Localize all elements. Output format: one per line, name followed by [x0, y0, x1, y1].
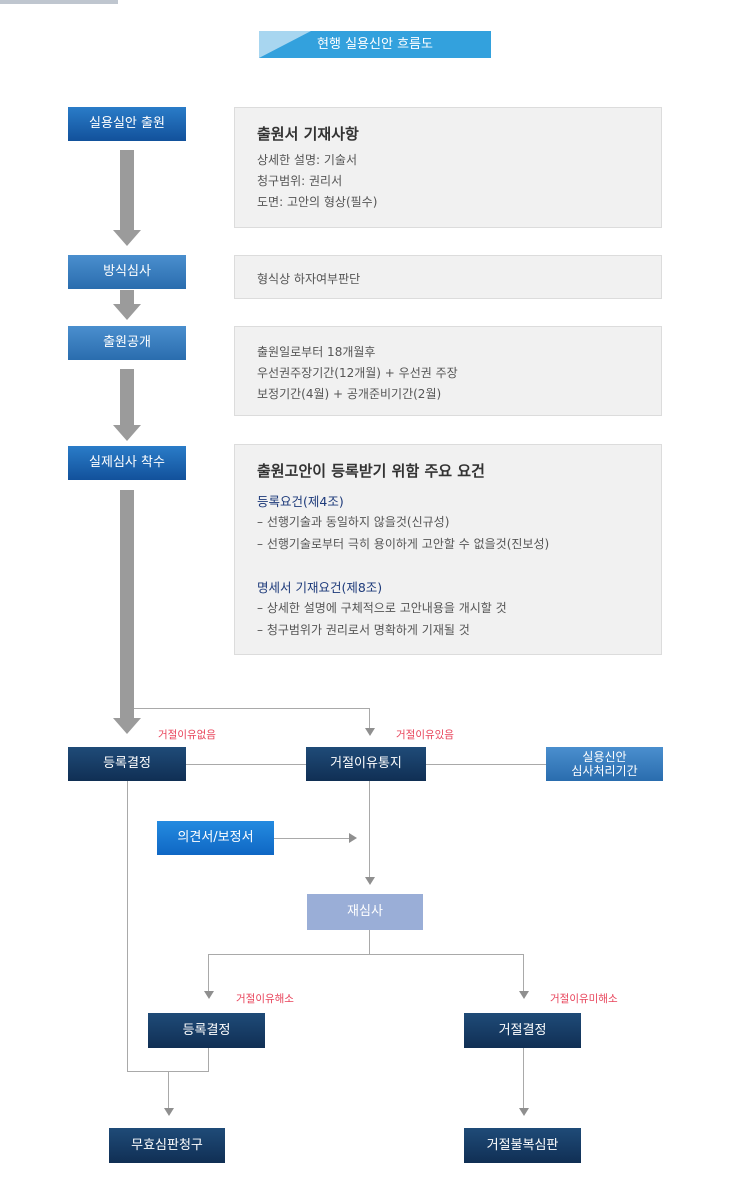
step-rejection-appeal: 거절불복심판 [464, 1128, 581, 1163]
connector-merge-down [168, 1071, 169, 1109]
panel-publication: 출원일로부터 18개월후 우선권주장기간(12개월) + 우선권 주장 보정기간… [234, 326, 662, 416]
connector-split-right-tip [519, 991, 529, 999]
note-no-reason: 거절이유없음 [158, 729, 216, 741]
step-rejection-notice: 거절이유통지 [306, 747, 426, 781]
step-filing-label: 실용실안 출원 [89, 116, 165, 131]
connector-split-right [523, 954, 524, 992]
connector-register-down [127, 781, 128, 1071]
connector-reexam-split [208, 954, 524, 955]
arrow-head-2 [113, 304, 141, 320]
arrow-shaft-3 [120, 369, 134, 425]
step-rejection-decision-label: 거절결정 [498, 1022, 547, 1038]
connector-rejection-down [523, 1048, 524, 1109]
panel-exam-heading-1: 등록요건(제4조) [257, 494, 344, 509]
step-invalidation-trial-label: 무효심판청구 [131, 1137, 203, 1153]
connector-register-to-notice [186, 764, 306, 765]
connector-notice-to-reexam [369, 781, 370, 879]
step-rejection-appeal-label: 거절불복심판 [486, 1137, 559, 1153]
panel-filing-line-2: 청구범위: 권리서 [257, 174, 343, 188]
step-publication-label: 출원공개 [103, 335, 151, 350]
step-filing: 실용실안 출원 [68, 107, 186, 141]
panel-formality-line-1: 형식상 하자여부판단 [257, 272, 361, 286]
panel-filing-line-1: 상세한 설명: 기술서 [257, 153, 357, 167]
panel-exam-line-1: – 선행기술과 동일하지 않을것(신규성) [257, 515, 450, 529]
connector-rejection-tip [519, 1108, 529, 1116]
step-processing-period-label: 실용신안 심사처리기간 [571, 750, 638, 778]
arrow-shaft-1 [120, 150, 134, 230]
connector-branch-tip [365, 728, 375, 736]
panel-filing: 출원서 기재사항 상세한 설명: 기술서 청구범위: 권리서 도면: 고안의 형… [234, 107, 662, 228]
step-register-decision-2-label: 등록결정 [182, 1022, 231, 1038]
connector-register2-down [208, 1048, 209, 1072]
connector-reexam-down [369, 930, 370, 954]
connector-opinion-right [274, 838, 350, 839]
step-opinion-label: 의견서/보정서 [177, 830, 254, 845]
step-register-decision-2: 등록결정 [148, 1013, 265, 1048]
flowchart-title-banner: 현행 실용신안 흐름도 [259, 31, 491, 58]
note-has-reason: 거절이유있음 [396, 729, 454, 741]
step-formality-label: 방식심사 [103, 264, 151, 279]
arrow-head-3 [113, 425, 141, 441]
arrow-shaft-2 [120, 290, 134, 304]
step-rejection-decision: 거절결정 [464, 1013, 581, 1048]
step-reexam: 재심사 [307, 894, 423, 930]
step-opinion-amendment: 의견서/보정서 [157, 821, 274, 855]
connector-merge-tip [164, 1108, 174, 1116]
panel-exam-line-2: – 선행기술로부터 극히 용이하게 고안할 수 없을것(진보성) [257, 537, 550, 551]
step-formality: 방식심사 [68, 255, 186, 289]
step-exam-start: 실제심사 착수 [68, 446, 186, 480]
connector-split-left-tip [204, 991, 214, 999]
arrow-shaft-4 [120, 490, 134, 718]
connector-branch-top [134, 708, 370, 709]
connector-opinion-tip [349, 833, 357, 843]
step-rejection-notice-label: 거절이유통지 [330, 756, 402, 771]
connector-notice-to-period [426, 764, 546, 765]
flowchart-title: 현행 실용신안 흐름도 [317, 37, 433, 52]
connector-reexam-tip [365, 877, 375, 885]
panel-exam-heading-2: 명세서 기재요건(제8조) [257, 580, 383, 595]
arrow-head-4 [113, 718, 141, 734]
connector-branch-down [369, 708, 370, 730]
step-processing-period: 실용신안 심사처리기간 [546, 747, 663, 781]
panel-exam-line-3: – 상세한 설명에 구체적으로 고안내용을 개시할 것 [257, 601, 507, 615]
note-unresolved: 거절이유미해소 [550, 993, 618, 1005]
connector-split-left [208, 954, 209, 992]
step-invalidation-trial: 무효심판청구 [109, 1128, 225, 1163]
panel-publication-line-1: 출원일로부터 18개월후 [257, 345, 376, 359]
panel-formality: 형식상 하자여부판단 [234, 255, 662, 299]
step-register-decision-1: 등록결정 [68, 747, 186, 781]
panel-filing-title: 출원서 기재사항 [257, 125, 359, 143]
step-reexam-label: 재심사 [347, 904, 383, 919]
banner-accent [259, 31, 311, 58]
step-register-decision-1-label: 등록결정 [103, 756, 151, 771]
corner-mark [0, 0, 118, 4]
step-publication: 출원공개 [68, 326, 186, 360]
panel-filing-line-3: 도면: 고안의 형상(필수) [257, 195, 378, 209]
note-resolved: 거절이유해소 [236, 993, 294, 1005]
panel-exam-requirements: 출원고안이 등록받기 위함 주요 요건 등록요건(제4조) – 선행기술과 동일… [234, 444, 662, 655]
step-exam-start-label: 실제심사 착수 [89, 455, 165, 470]
panel-publication-line-3: 보정기간(4월) + 공개준비기간(2월) [257, 387, 442, 401]
panel-exam-title: 출원고안이 등록받기 위함 주요 요건 [257, 462, 485, 480]
panel-publication-line-2: 우선권주장기간(12개월) + 우선권 주장 [257, 366, 458, 380]
panel-exam-line-4: – 청구범위가 권리로서 명확하게 기재될 것 [257, 623, 470, 637]
arrow-head-1 [113, 230, 141, 246]
